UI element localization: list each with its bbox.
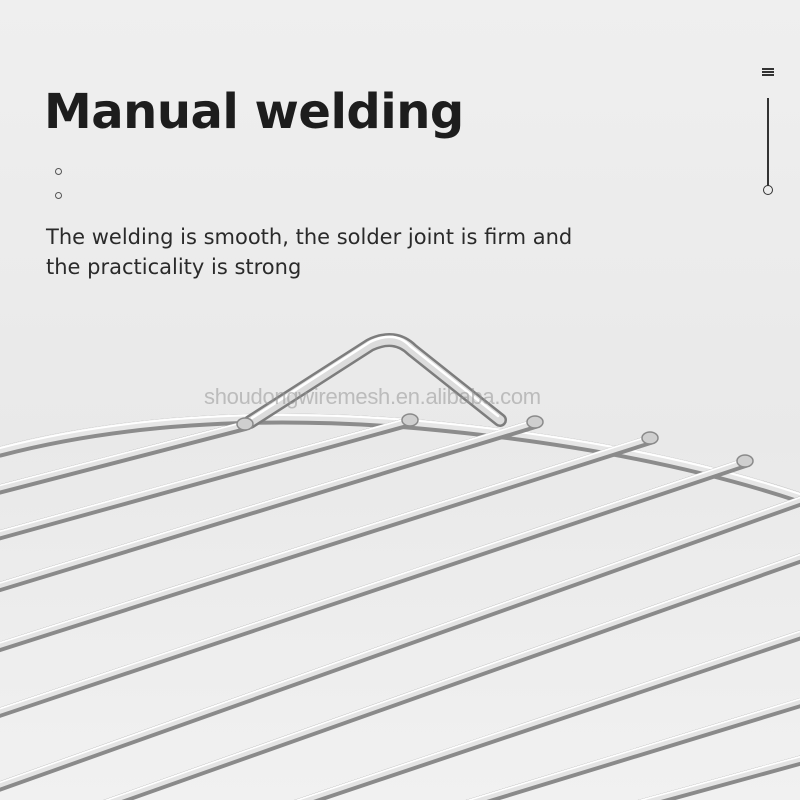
menu-icon[interactable] [762, 68, 775, 78]
bullet-icon [55, 192, 62, 199]
page-title: Manual welding [44, 84, 464, 140]
bullet-icon [55, 168, 62, 175]
watermark-text: shoudongwiremesh.en.alibaba.com [204, 384, 541, 409]
scroll-indicator-track [767, 98, 769, 186]
scroll-indicator-icon[interactable] [763, 185, 773, 195]
description-text: The welding is smooth, the solder joint … [46, 225, 573, 279]
